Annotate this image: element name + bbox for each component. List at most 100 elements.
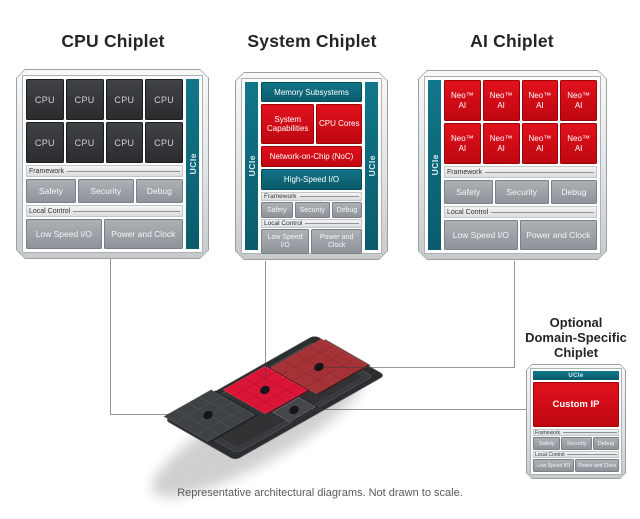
ai-label: AI [574,143,583,153]
ai-label: AI [536,143,544,153]
neo-label: Neo™ [567,91,590,100]
cpu-chiplet-body: UCIe CPU CPU CPU CPU CPU CPU CPU CPU Fra… [22,75,203,253]
system-chiplet-body: UCIe UCIe Memory Subsystems System Capab… [241,78,382,254]
ucie-label: UCIe [187,153,198,175]
debug-block: Debug [593,437,619,450]
power-clock-block: Power and Clock [520,220,597,250]
low-speed-io-block: Low Speed I/O [261,229,309,254]
low-speed-io-block: Low Speed I/O [444,220,518,250]
neo-label: Neo™ [528,91,552,100]
security-block: Security [495,180,549,204]
custom-ip-block: Custom IP [533,382,619,427]
framework-label: Framework [535,429,561,436]
ucie-strip: UCIe [245,82,258,250]
cpu-core-block: CPU [145,122,183,163]
optional-title-line: Optional [549,315,603,330]
local-control-row: Low Speed I/O Power and Clock [444,220,597,250]
local-control-label: Local Control [535,451,565,458]
local-control-row: Low Speed I/O Power and Clock [26,219,183,249]
power-clock-block: Power and Clock [104,219,183,249]
system-chiplet-diagram: UCIe UCIe Memory Subsystems System Capab… [235,72,388,260]
framework-row: Safety Security Debug [533,437,619,450]
framework-header: Framework [261,192,362,201]
power-clock-block: Power and Clock [311,229,362,254]
debug-block: Debug [551,180,597,204]
neo-label: Neo™ [489,134,513,143]
memory-subsystems-block: Memory Subsystems [261,82,362,102]
ucie-bar: UCIe [533,371,619,380]
framework-header: Framework [444,166,597,178]
ai-chiplet-title: AI Chiplet [470,31,554,51]
low-speed-io-block: Low Speed I/O [26,219,102,249]
safety-block: Safety [444,180,493,204]
safety-block: Safety [26,179,76,203]
security-block: Security [78,179,134,203]
neo-label: Neo™ [451,91,474,100]
connector-cpu [110,259,203,415]
optional-chiplet-title: Optional Domain-Specific Chiplet [496,315,640,360]
ai-label: AI [458,100,467,110]
diagram-caption: Representative architectural diagrams. N… [177,487,463,499]
optional-marker-dot [289,405,299,415]
neo-label: Neo™ [567,134,590,143]
framework-label: Framework [264,193,297,200]
local-control-row: Low Speed I/O Power and Clock [261,229,362,254]
optional-chiplet-body: UCIe Custom IP Framework Safety Security… [530,368,622,475]
ucie-strip: UCIe [186,79,199,249]
ai-label: AI [497,143,505,153]
cpu-core-grid: CPU CPU CPU CPU CPU CPU CPU CPU [26,79,183,163]
cpu-core-block: CPU [26,79,64,120]
local-control-row: Low Speed I/O Power and Clock [533,459,619,472]
system-marker-dot [260,385,270,395]
cpu-marker-dot [203,410,213,420]
ucie-label: UCIe [366,155,377,177]
framework-row: Safety Security Debug [26,179,183,203]
cpu-cores-block: CPU Cores [316,104,362,144]
system-capabilities-block: System Capabilities [261,104,314,144]
cpu-core-block: CPU [66,79,104,120]
connector-ai [324,261,515,368]
ucie-label: UCIe [246,155,257,177]
ucie-label: UCIe [568,372,584,379]
cpu-chiplet-title: CPU Chiplet [61,31,165,51]
ai-label: AI [574,100,583,110]
cpu-core-block: CPU [66,122,104,163]
cpu-core-block: CPU [106,79,144,120]
high-speed-io-block: High-Speed I/O [261,169,362,190]
security-block: Security [295,202,330,218]
cpu-core-block: CPU [145,79,183,120]
noc-block: Network-on-Chip (NoC) [261,146,362,167]
capabilities-row: System Capabilities CPU Cores [261,104,362,144]
framework-row: Safety Security Debug [261,202,362,218]
ucie-strip: UCIe [428,80,441,250]
local-control-header: Local Control [26,205,183,217]
local-control-header: Local Control [261,219,362,228]
optional-title-line: Chiplet [553,345,599,360]
local-control-header: Local Control [533,451,619,458]
safety-block: Safety [533,437,560,450]
debug-block: Debug [332,202,362,218]
cpu-core-block: CPU [106,122,144,163]
low-speed-io-block: Low Speed I/O [533,459,574,472]
framework-label: Framework [29,167,65,175]
neo-label: Neo™ [528,134,552,143]
neo-label: Neo™ [451,134,474,143]
cpu-chiplet-content: CPU CPU CPU CPU CPU CPU CPU CPU Framewor… [26,79,183,249]
optional-chiplet-diagram: UCIe Custom IP Framework Safety Security… [526,364,626,479]
ucie-label: UCIe [429,154,440,176]
ai-marker-dot [314,362,324,372]
debug-block: Debug [136,179,183,203]
ai-label: AI [497,100,505,110]
local-control-header: Local Control [444,206,597,218]
cpu-core-block: CPU [26,122,64,163]
